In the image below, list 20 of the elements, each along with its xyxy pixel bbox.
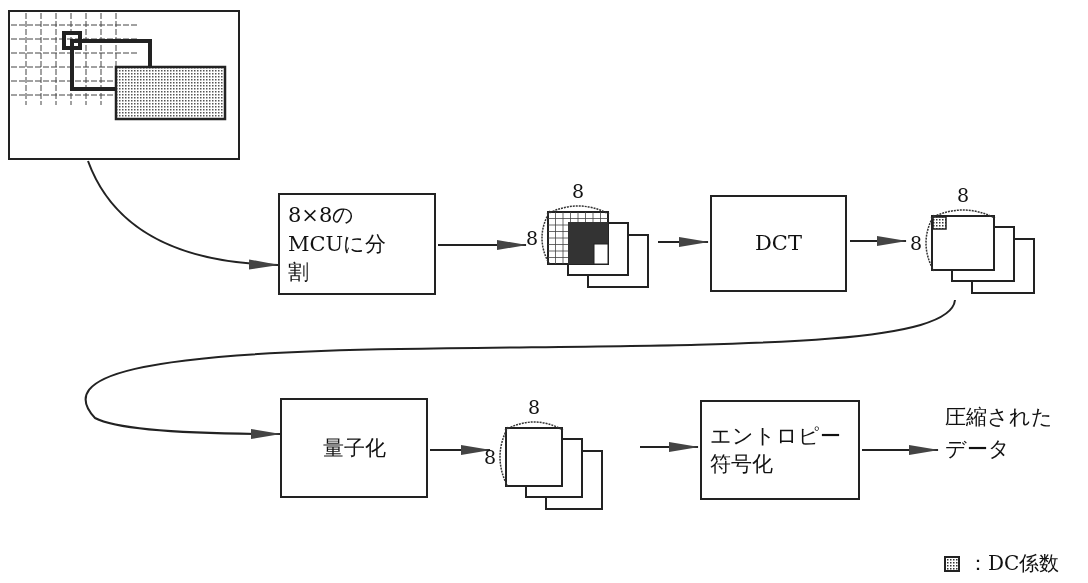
arrow (861, 445, 939, 455)
output-text: 圧縮されたデータ (945, 402, 1070, 472)
dimension-label: 8 (484, 448, 497, 467)
arrow (639, 442, 699, 452)
arrow (429, 445, 491, 455)
dimension-label: 8 (528, 398, 541, 417)
process-box: DCT (710, 195, 847, 292)
legend-text: ：DC係数 (968, 553, 1060, 573)
dimension-label: 8 (957, 186, 970, 205)
arrow (84, 299, 956, 439)
process-box: 量子化 (280, 398, 428, 498)
arrow (657, 237, 709, 247)
dimension-label: 8 (910, 234, 923, 253)
dimension-label: 8 (572, 182, 585, 201)
arrow (87, 160, 279, 269)
arrow (849, 236, 907, 246)
arrow (437, 240, 527, 250)
process-box: エントロピー符号化 (700, 400, 860, 500)
dimension-label: 8 (526, 229, 539, 248)
process-box: 8×8のMCUに分割 (278, 193, 436, 295)
